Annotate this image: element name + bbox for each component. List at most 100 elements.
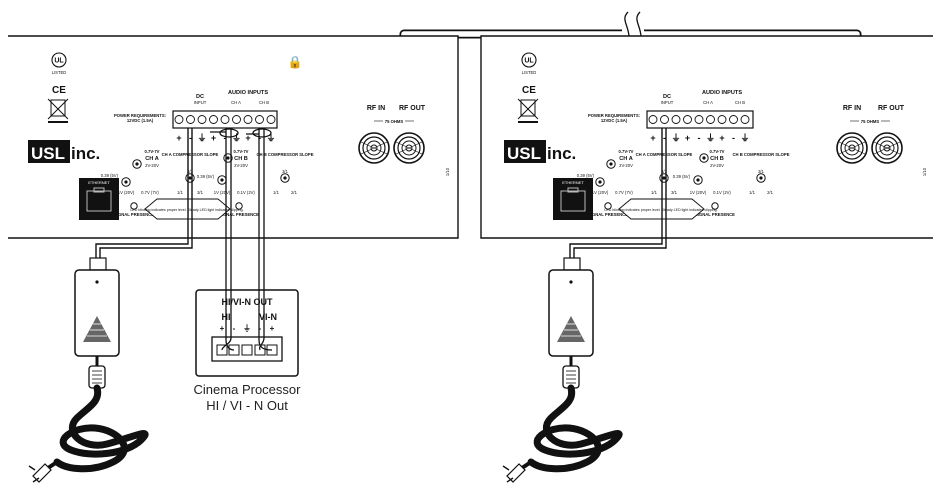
terminal-sign: ⏚ [232,133,241,143]
usl-logo: USL inc. [28,140,100,163]
left-range-label: 0.7V-7V [619,149,634,154]
left-volts-3: 0.7V (7V) [615,190,633,195]
right-ratio-1: 3/1 [282,169,288,174]
terminal-sign: - [189,133,192,143]
rf-out-label: RF OUT [878,105,905,112]
dc-label: DC [196,94,204,100]
usl-logo-inc: inc. [71,144,100,163]
terminal-block [172,110,278,129]
slope-knob [280,173,290,183]
left-ratio-2: 1/1 [651,190,657,195]
ce-mark: CE [522,85,536,96]
terminal-sign: - [698,133,701,143]
right-volts-1: 0.39 (5V) [197,174,215,179]
right-volts-1: 0.39 (5V) [673,174,691,179]
usl-logo-inc: inc. [547,144,576,163]
slope-knob [659,173,669,183]
terminal-sign: + [685,133,690,143]
side-code: 1/10 [445,167,450,176]
signal-presence-right: SIGNAL PRESENCE [219,212,259,217]
processor-caption-line2: HI / VI - N Out [206,398,288,413]
right-ratio-3: 2/1 [291,190,297,195]
processor-caption-line1: Cinema Processor [194,382,302,397]
right-volts-3: 0.1V (2V) [237,190,255,195]
power-req-line1: POWER REQUIREMENTS: [588,113,640,118]
processor-sign: ⏚ [243,324,251,333]
power-req-line2: 12VDC (1.5A) [127,118,154,123]
audio-inputs-label: AUDIO INPUTS [702,90,742,96]
led-note-text: LED blinking indicates proper level. Ste… [130,208,243,212]
receiver-panel-right: UL LISTED CE USL inc. ETHERNET DC INPUT … [480,35,933,239]
signal-presence-left: SIGNAL PRESENCE [114,212,154,217]
processor-sign: + [220,324,225,333]
right-ratio-2: 1/1 [749,190,755,195]
signal-presence-left: SIGNAL PRESENCE [588,212,628,217]
signal-presence-right: SIGNAL PRESENCE [695,212,735,217]
left-ratio-3: 3/1 [197,190,203,195]
left-channel-label: CH A [145,156,158,162]
power-req-line1: POWER REQUIREMENTS: [114,113,166,118]
weee-bin-icon [517,98,539,123]
left-range2-label: 2V-20V [145,163,159,168]
input-label: INPUT [194,100,207,105]
level-knob [132,159,142,169]
rf-in-connector [836,132,868,164]
terminal-sign: ⏚ [266,133,275,143]
terminal-sign: ⏚ [671,133,680,143]
right-ratio-2: 1/1 [273,190,279,195]
signal-led [235,202,243,210]
svg-text:UL: UL [524,58,534,65]
right-range2-label: 2V-20V [234,163,248,168]
left-compressor-label: CH A COMPRESSOR SLOPE [162,152,219,157]
terminal-sign: - [224,133,227,143]
ohms-label: 75 OHMS [385,119,404,124]
terminal-sign: ⏚ [740,133,749,143]
ce-mark: CE [52,85,66,96]
svg-text:UL: UL [54,58,64,65]
ch-b-label: CH B [735,100,745,105]
signal-led [711,202,719,210]
rf-in-connector [358,132,390,164]
power-cord [503,366,619,482]
signal-led [604,202,612,210]
level-knob [693,175,703,185]
left-volts-2: 1V (20V) [118,190,135,195]
ch-a-label: CH A [231,100,241,105]
terminal-sign: + [719,133,724,143]
left-channel-label: CH A [619,156,632,162]
ethernet-label: ETHERNET [562,180,584,185]
left-volts-1: 0.39 (5V) [577,173,595,178]
right-channel-label: CH B [710,156,724,162]
ul-cert-icon: UL LISTED [51,52,67,75]
lock-icon: 🔒 [288,55,303,69]
dc-label: DC [663,94,671,100]
power-req-line2: 12VDC (1.5A) [601,118,628,123]
terminal-sign: + [650,133,655,143]
power-supply-right [503,257,619,482]
level-knob [595,177,605,187]
cinema-processor: HI/VI-N OUT HI VI-N + - ⏚ - + Cinema Pro… [194,289,302,413]
weee-bin-icon [47,98,69,123]
level-knob [217,175,227,185]
side-code: 1/10 [922,167,927,176]
rf-out-connector [871,132,903,164]
left-ratio-3: 3/1 [671,190,677,195]
power-wire-right [569,128,667,258]
ul-cert-icon: UL LISTED [521,52,537,75]
led-note-text: LED blinking indicates proper level. Ste… [604,208,717,212]
terminal-sign: - [663,133,666,143]
right-range-label: 0.7V-7V [234,149,249,154]
rf-out-label: RF OUT [399,105,426,112]
left-volts-3: 0.7V (7V) [141,190,159,195]
terminal-sign: ⏚ [197,133,206,143]
ch-a-label: CH A [703,100,713,105]
terminal-sign: ⏚ [706,133,715,143]
ch-b-label: CH B [259,100,269,105]
ethernet-label: ETHERNET [88,180,110,185]
right-volts-2: 1V (20V) [214,190,231,195]
ul-listed-text: LISTED [522,70,537,75]
slope-knob [756,173,766,183]
left-volts-1: 0.39 (5V) [101,173,119,178]
rf-out-connector [393,132,425,164]
